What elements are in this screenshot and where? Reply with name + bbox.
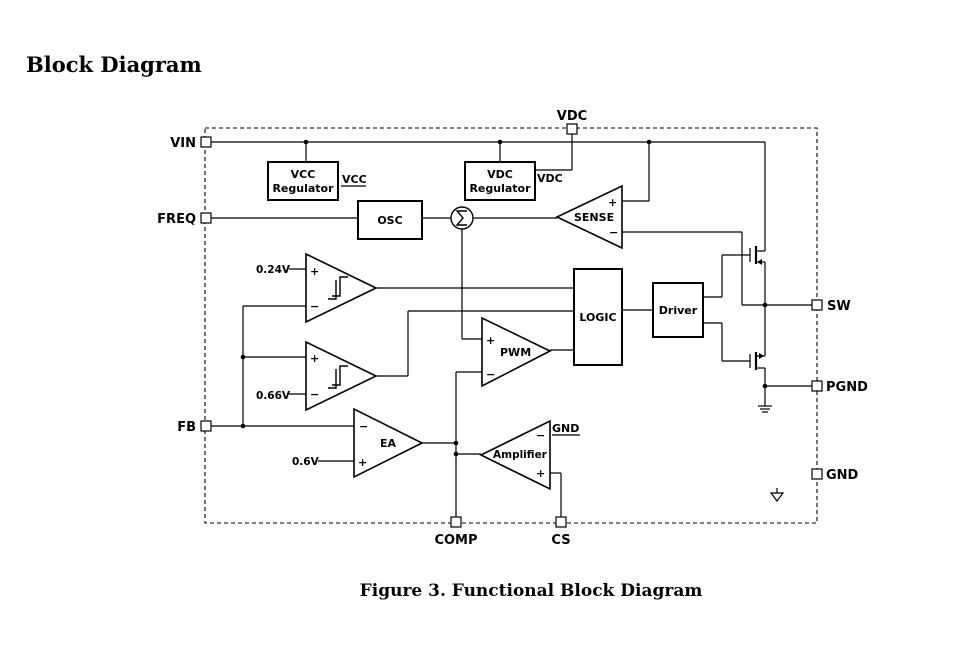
summing-junction <box>450 206 474 230</box>
comparator-066v-minus: − <box>310 388 319 401</box>
sense-amplifier: SENSE + − <box>555 184 623 250</box>
amplifier-plus: + <box>536 467 545 480</box>
pin-sw-label: SW <box>827 299 851 314</box>
junction-dots <box>240 139 768 457</box>
pwm-plus: + <box>486 334 495 347</box>
current-sense-amplifier: Amplifier − + <box>479 419 551 491</box>
vcc-regulator-line1: VCC <box>291 168 316 181</box>
pwm-comparator: PWM + − <box>481 316 552 388</box>
high-side-mosfet <box>749 246 766 268</box>
pin-vin: VIN <box>170 136 212 151</box>
vdc-regulator-block: VDC Regulator <box>464 161 536 201</box>
low-side-mosfet <box>749 342 766 375</box>
pin-comp: COMP <box>434 516 478 548</box>
sense-plus: + <box>608 196 617 209</box>
pin-fb: FB <box>177 420 212 435</box>
error-amplifier: EA − + <box>353 407 424 479</box>
mosfet-icon <box>759 353 764 359</box>
pin-pgnd: PGND <box>811 380 868 395</box>
hysteresis-icon <box>328 276 348 300</box>
vdc-net-label: VDC <box>537 172 563 185</box>
pin-comp-label: COMP <box>434 533 477 548</box>
pin-gnd: GND <box>811 468 859 483</box>
ea-minus: − <box>359 420 368 433</box>
comparator-024v-minus: − <box>310 300 319 313</box>
mosfet-icon <box>757 259 762 265</box>
logic-block: LOGIC <box>573 268 623 366</box>
page-heading: Block Diagram <box>26 52 202 77</box>
chip-boundary <box>204 127 818 524</box>
wires <box>211 134 812 517</box>
ground-icon <box>769 488 785 502</box>
figure-caption: Figure 3. Functional Block Diagram <box>359 581 703 601</box>
pin-gnd-label: GND <box>826 468 859 483</box>
comparator-024v-plus: + <box>310 265 319 278</box>
vdc-regulator-line2: Regulator <box>469 182 531 195</box>
pin-cs: CS <box>551 516 571 548</box>
vcc-net-label: VCC <box>342 173 367 186</box>
pin-cs-label: CS <box>551 533 570 548</box>
pin-sw: SW <box>811 299 851 314</box>
pin-vdc: VDC <box>557 109 587 135</box>
comparator-066v-plus: + <box>310 352 319 365</box>
pin-freq: FREQ <box>157 212 212 227</box>
pin-vdc-label: VDC <box>557 109 587 124</box>
osc-label: OSC <box>377 214 402 227</box>
vdc-regulator-line1: VDC <box>487 168 513 181</box>
osc-block: OSC <box>357 200 423 240</box>
pwm-minus: − <box>486 368 495 381</box>
summation-icon <box>450 206 474 230</box>
hysteresis-icon <box>328 365 348 389</box>
ref-024v-label: 0.24V <box>256 264 291 276</box>
ground-icon <box>758 405 772 413</box>
pin-vin-label: VIN <box>170 136 196 151</box>
ref-066v-label: 0.66V <box>256 390 291 402</box>
vcc-regulator-block: VCC Regulator <box>267 161 339 201</box>
amplifier-label: Amplifier <box>493 449 548 461</box>
driver-label: Driver <box>659 304 698 317</box>
vcc-regulator-line2: Regulator <box>272 182 334 195</box>
amplifier-minus: − <box>536 429 545 442</box>
logic-label: LOGIC <box>579 311 616 324</box>
amplifier-gnd-label: GND <box>552 422 579 435</box>
sense-label: SENSE <box>574 211 614 224</box>
driver-block: Driver <box>652 282 704 338</box>
ea-label: EA <box>380 437 397 450</box>
pin-fb-label: FB <box>177 420 196 435</box>
pin-pgnd-label: PGND <box>826 380 868 395</box>
ref-06v-label: 0.6V <box>292 456 320 468</box>
sense-minus: − <box>609 226 618 239</box>
comparator-066v: + − <box>305 340 378 412</box>
pwm-label: PWM <box>500 346 531 359</box>
comparator-024v: + − <box>305 252 378 324</box>
ea-plus: + <box>358 456 367 469</box>
pin-freq-label: FREQ <box>157 212 196 227</box>
